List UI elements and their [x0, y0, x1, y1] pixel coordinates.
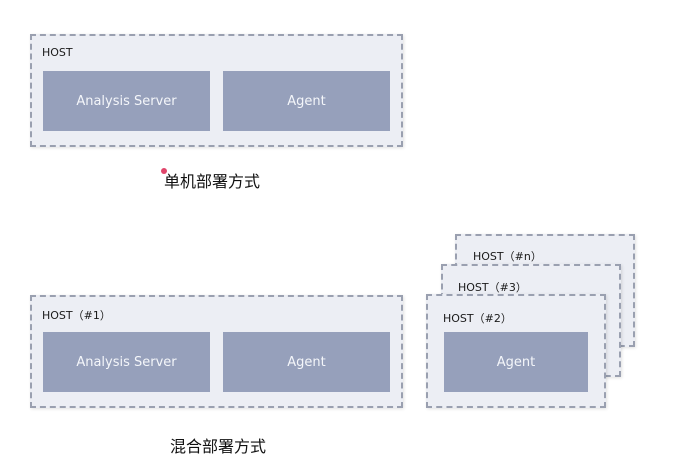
host-standalone: HOST Analysis Server Agent [30, 34, 403, 147]
analysis-server-box: Analysis Server [43, 332, 210, 392]
analysis-server-box: Analysis Server [43, 71, 210, 131]
host-2-label: HOST（#2） [443, 312, 512, 325]
host-standalone-label: HOST [42, 46, 73, 59]
host-1-label: HOST（#1） [42, 309, 111, 322]
agent-box: Agent [223, 332, 390, 392]
agent-box: Agent [444, 332, 588, 392]
cursor-marker [161, 168, 167, 174]
hybrid-caption: 混合部署方式 [170, 437, 267, 456]
host-n-label: HOST（#n） [473, 250, 542, 263]
host-3-label: HOST（#3） [458, 281, 527, 294]
host-1: HOST（#1） Analysis Server Agent [30, 295, 403, 408]
agent-box: Agent [223, 71, 390, 131]
host-2: HOST（#2） Agent [426, 294, 606, 408]
standalone-caption: 单机部署方式 [164, 172, 261, 191]
